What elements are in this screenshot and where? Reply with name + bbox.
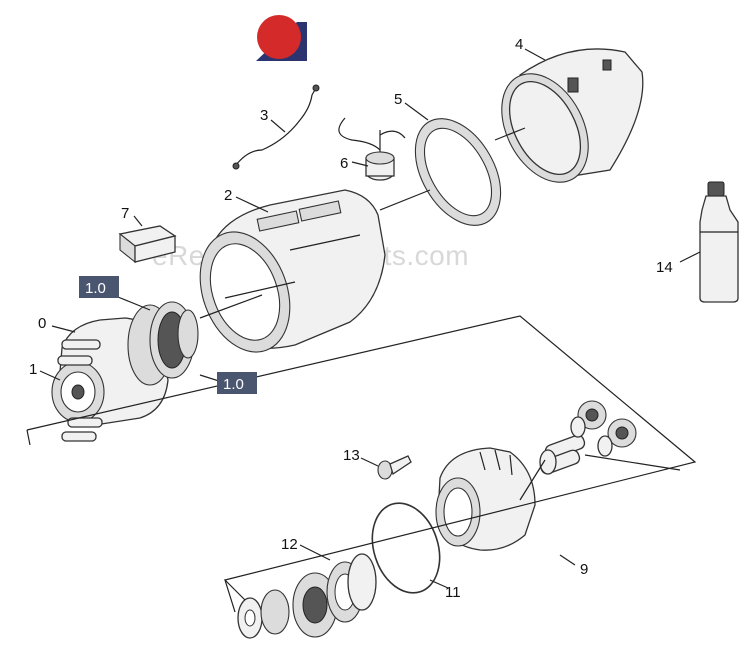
label-11: 11 xyxy=(445,584,461,601)
part-pump-housing[interactable] xyxy=(435,447,536,551)
label-0: 0 xyxy=(38,315,46,332)
part-armature[interactable] xyxy=(127,301,199,386)
label-box-upper: 1.0 xyxy=(79,276,119,298)
label-6: 6 xyxy=(340,155,348,172)
label-14: 14 xyxy=(656,259,673,276)
label-box-lower: 1.0 xyxy=(217,372,257,394)
label-1: 1 xyxy=(29,361,37,378)
box-label-upper: 1.0 xyxy=(85,280,106,297)
part-screw[interactable] xyxy=(377,455,412,480)
label-2: 2 xyxy=(224,187,232,204)
part-bearing-set[interactable] xyxy=(237,553,377,639)
brand-logo xyxy=(256,15,307,61)
label-4: 4 xyxy=(515,36,523,53)
part-cable[interactable] xyxy=(232,84,320,170)
group-lines xyxy=(26,127,697,613)
part-motor-frame[interactable] xyxy=(184,189,386,365)
part-valve-assembly[interactable] xyxy=(539,400,637,475)
part-o-ring[interactable] xyxy=(361,494,450,601)
leader-lines xyxy=(39,48,701,589)
label-9: 9 xyxy=(580,561,588,578)
label-13: 13 xyxy=(343,447,360,464)
part-oil-bottle[interactable] xyxy=(699,181,739,303)
box-label-lower: 1.0 xyxy=(223,376,244,393)
part-switch[interactable] xyxy=(338,117,406,181)
callout-labels: 4 5 3 6 2 7 14 0 1 13 12 9 11 xyxy=(29,36,673,601)
label-7: 7 xyxy=(121,205,129,222)
part-ring[interactable] xyxy=(398,104,518,240)
label-3: 3 xyxy=(260,107,268,124)
part-brush-block[interactable] xyxy=(118,225,177,264)
part-motor-housing[interactable] xyxy=(484,48,644,197)
label-5: 5 xyxy=(394,91,402,108)
label-12: 12 xyxy=(281,536,298,553)
